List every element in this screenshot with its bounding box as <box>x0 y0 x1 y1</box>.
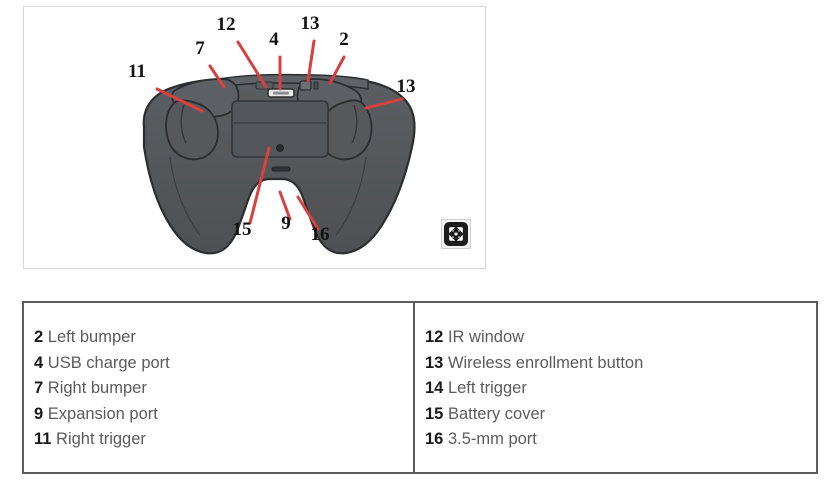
legend-row: 7 Right bumper <box>34 376 413 402</box>
callout-group: 11 7 12 4 13 2 13 15 9 16 <box>128 13 415 245</box>
callout-leader-line <box>208 64 226 89</box>
enrollment-button-notch <box>313 81 319 90</box>
expand-badge-inner <box>444 222 468 246</box>
callout-leader-line <box>155 87 204 113</box>
legend-row-number: 11 <box>34 430 52 448</box>
legend-row-number: 12 <box>425 328 444 346</box>
callout-number: 4 <box>269 29 279 50</box>
legend-row: 9 Expansion port <box>34 402 413 428</box>
callout-number: 13 <box>397 76 416 97</box>
usb-port-inner <box>273 91 289 95</box>
legend-row: 15 Battery cover <box>425 402 816 428</box>
legend-row-number: 9 <box>34 404 44 423</box>
legend-row-label: 3.5-mm port <box>443 430 537 448</box>
legend-row: 12 IR window <box>425 325 816 351</box>
legend-row-number: 16 <box>425 430 444 448</box>
controller-diagram: 11 7 12 4 13 2 13 15 9 16 <box>128 13 416 255</box>
controller-body <box>142 73 416 255</box>
callout-leader-line <box>296 195 320 231</box>
left-trigger-crease <box>351 104 358 144</box>
right-trigger-crease <box>180 104 187 144</box>
legend-row-number: 15 <box>425 404 444 423</box>
legend-row-number: 4 <box>34 353 44 372</box>
legend-row-label: Left bumper <box>43 328 136 346</box>
legend-row-label: Expansion port <box>43 404 158 423</box>
legend-row-number: 2 <box>34 328 44 346</box>
figure-panel: 11 7 12 4 13 2 13 15 9 16 <box>23 6 486 269</box>
legend-row: 13 Wireless enrollment button <box>425 351 816 377</box>
callout-leader-line <box>278 190 292 221</box>
expand-arrows-icon <box>449 227 463 241</box>
left-grip-crease <box>169 156 201 236</box>
legend-row-label: IR window <box>443 328 525 346</box>
callout-number: 13 <box>301 13 320 34</box>
callout-number: 15 <box>233 219 252 240</box>
callout-number: 12 <box>217 14 236 35</box>
legend-row-label: USB charge port <box>43 353 170 372</box>
callout-leader-line <box>364 97 404 110</box>
legend-row-label: Wireless enrollment button <box>443 353 644 372</box>
legend-row-label: Right trigger <box>51 430 146 448</box>
battery-cover-shape <box>231 100 329 158</box>
legend-row-label: Left trigger <box>443 379 527 397</box>
callout-leader-line <box>306 39 316 83</box>
legend-row-number: 13 <box>425 353 444 372</box>
audio-port-shape <box>276 144 284 152</box>
legend-row: 14 Left trigger <box>425 376 816 402</box>
callout-leader-line <box>328 55 346 85</box>
legend-row: 4 USB charge port <box>34 351 413 377</box>
legend-row: 2 Left bumper <box>34 325 413 351</box>
legend-row-label: Right bumper <box>43 379 147 397</box>
legend-row: 16 3.5-mm port <box>425 427 816 453</box>
callout-number: 2 <box>339 29 349 50</box>
expansion-port-shape <box>271 166 291 172</box>
legend-row-number: 14 <box>425 379 444 397</box>
callout-number: 16 <box>311 224 330 245</box>
legend-row: 11 Right trigger <box>34 427 413 453</box>
callout-leader-line <box>236 40 268 89</box>
callout-number: 9 <box>281 213 291 234</box>
wireless-enrollment-button-shape <box>299 80 312 91</box>
callout-number: 11 <box>128 61 146 82</box>
legend-row-number: 7 <box>34 379 44 397</box>
right-trigger-shape <box>165 99 219 161</box>
callout-leader-line <box>248 146 271 225</box>
callout-number: 7 <box>195 38 205 59</box>
expand-image-button[interactable] <box>441 219 471 249</box>
legend-row-label: Battery cover <box>443 404 546 423</box>
right-grip-crease <box>335 156 367 236</box>
